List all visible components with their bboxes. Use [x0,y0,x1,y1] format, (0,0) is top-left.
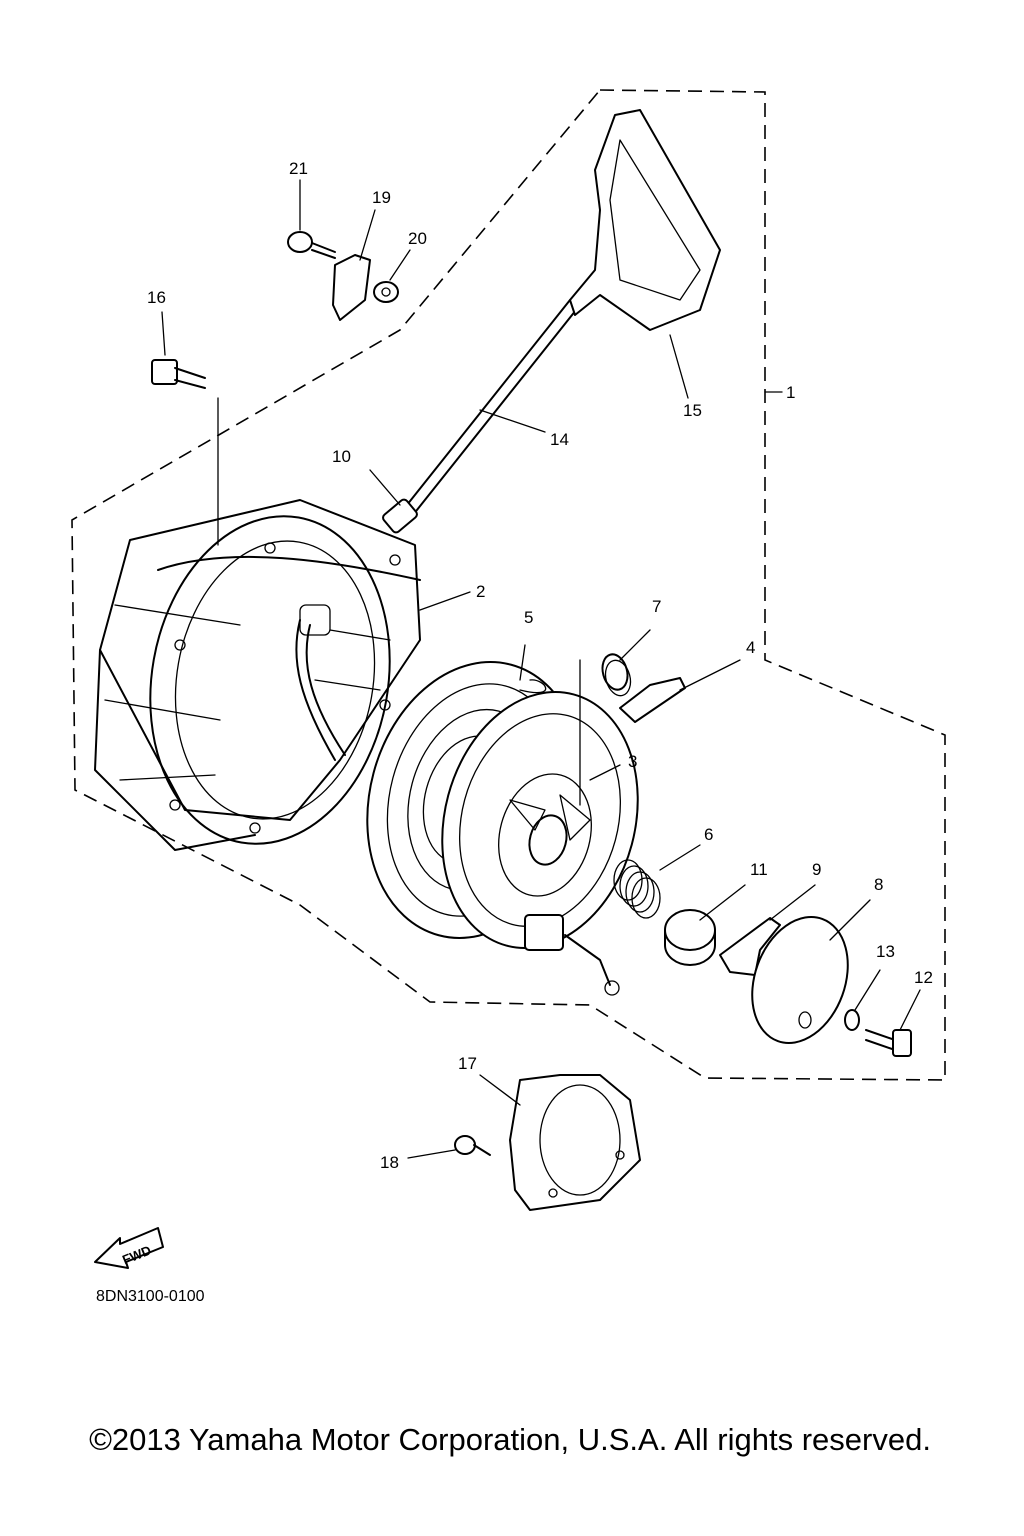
part-label-18: 18 [380,1153,399,1172]
bracket [332,254,371,321]
part-label-20: 20 [408,229,427,248]
spiral-spring [519,679,547,694]
part-label-15: 15 [683,401,702,420]
starter-case [94,499,421,851]
part-label-3: 3 [628,752,637,771]
pulley-bolt [865,1029,912,1057]
part-label-19: 19 [372,188,391,207]
part-label-10: 10 [332,447,351,466]
rope-guide [382,498,418,534]
pulley [366,661,639,996]
starter-plate [509,1074,641,1211]
part-label-21: 21 [289,159,308,178]
bracket-bolt [287,231,336,259]
cover-plate [751,916,849,1044]
friction-spring [613,859,661,919]
part-label-5: 5 [524,608,533,627]
leader-lines [161,179,921,1159]
diagram-code: 8DN3100-0100 [96,1288,205,1305]
part-label-1: 1 [786,383,795,402]
part-label-8: 8 [874,875,883,894]
assembly-outline [71,89,946,1081]
nut [373,281,399,303]
drive-plate [719,917,781,976]
part-label-6: 6 [704,825,713,844]
part-label-16: 16 [147,288,166,307]
fwd-arrow-icon: FWD [94,1227,164,1269]
collar [664,909,716,966]
starter-rope [394,299,571,521]
pawl-spring [601,653,632,697]
part-label-11: 11 [750,860,768,879]
washer [844,1009,860,1031]
part-label-13: 13 [876,942,895,961]
part-label-14: 14 [550,430,569,449]
part-label-12: 12 [914,968,933,987]
plate-screw [454,1135,491,1156]
part-label-17: 17 [458,1054,477,1073]
starter-handle [569,109,721,331]
part-label-4: 4 [746,638,755,657]
part-label-9: 9 [812,860,821,879]
part-label-7: 7 [652,597,661,616]
part-label-2: 2 [476,582,485,601]
case-bolt [151,359,206,389]
copyright-notice: ©2013 Yamaha Motor Corporation, U.S.A. A… [89,1422,931,1457]
